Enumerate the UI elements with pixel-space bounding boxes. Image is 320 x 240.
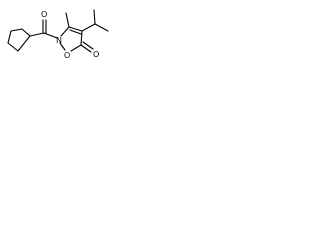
methyl-bond [65,12,70,28]
bond-c4-c5 [80,30,83,46]
carbonyl-oxygen-label: O [41,10,47,19]
structure-svg: O N O O [7,9,109,60]
bond-pyrN-c1 [21,28,31,37]
ring-nitrogen-label: N [56,36,62,45]
bond-c3-c4 [7,42,19,52]
bond-c5-ringO [70,44,82,52]
isopropyl-group [81,9,109,32]
bond-c4-isopropylCH [81,23,96,32]
bond-isopropylCH-me2 [94,23,109,32]
bond-pyrN-carbonylC [29,32,45,37]
lactone-carbonyl [80,41,94,53]
bond-c2-c3 [7,30,12,44]
bond-c1-c2 [10,28,23,32]
ring-oxygen-label: O [64,51,70,60]
bond-c4-pyrN [17,35,31,52]
molecule-diagram: O N O O [0,0,128,76]
lactone-oxygen-label: O [93,50,99,59]
bond-c5-O-a [80,44,92,53]
carbonyl-group [29,19,58,39]
bond-ringO-ringN [59,42,66,51]
bond-c3-c4-b [69,29,82,35]
isoxazolone-ring [59,26,83,52]
pyrrolidine-ring [7,28,31,52]
bond-c5-O-b [82,41,94,50]
bond-isopropylCH-me1 [93,9,96,25]
bond-ringN-c3 [60,26,70,37]
bond-carbonylC-ringN [43,32,58,39]
bond-c3-c4-a [68,26,83,32]
